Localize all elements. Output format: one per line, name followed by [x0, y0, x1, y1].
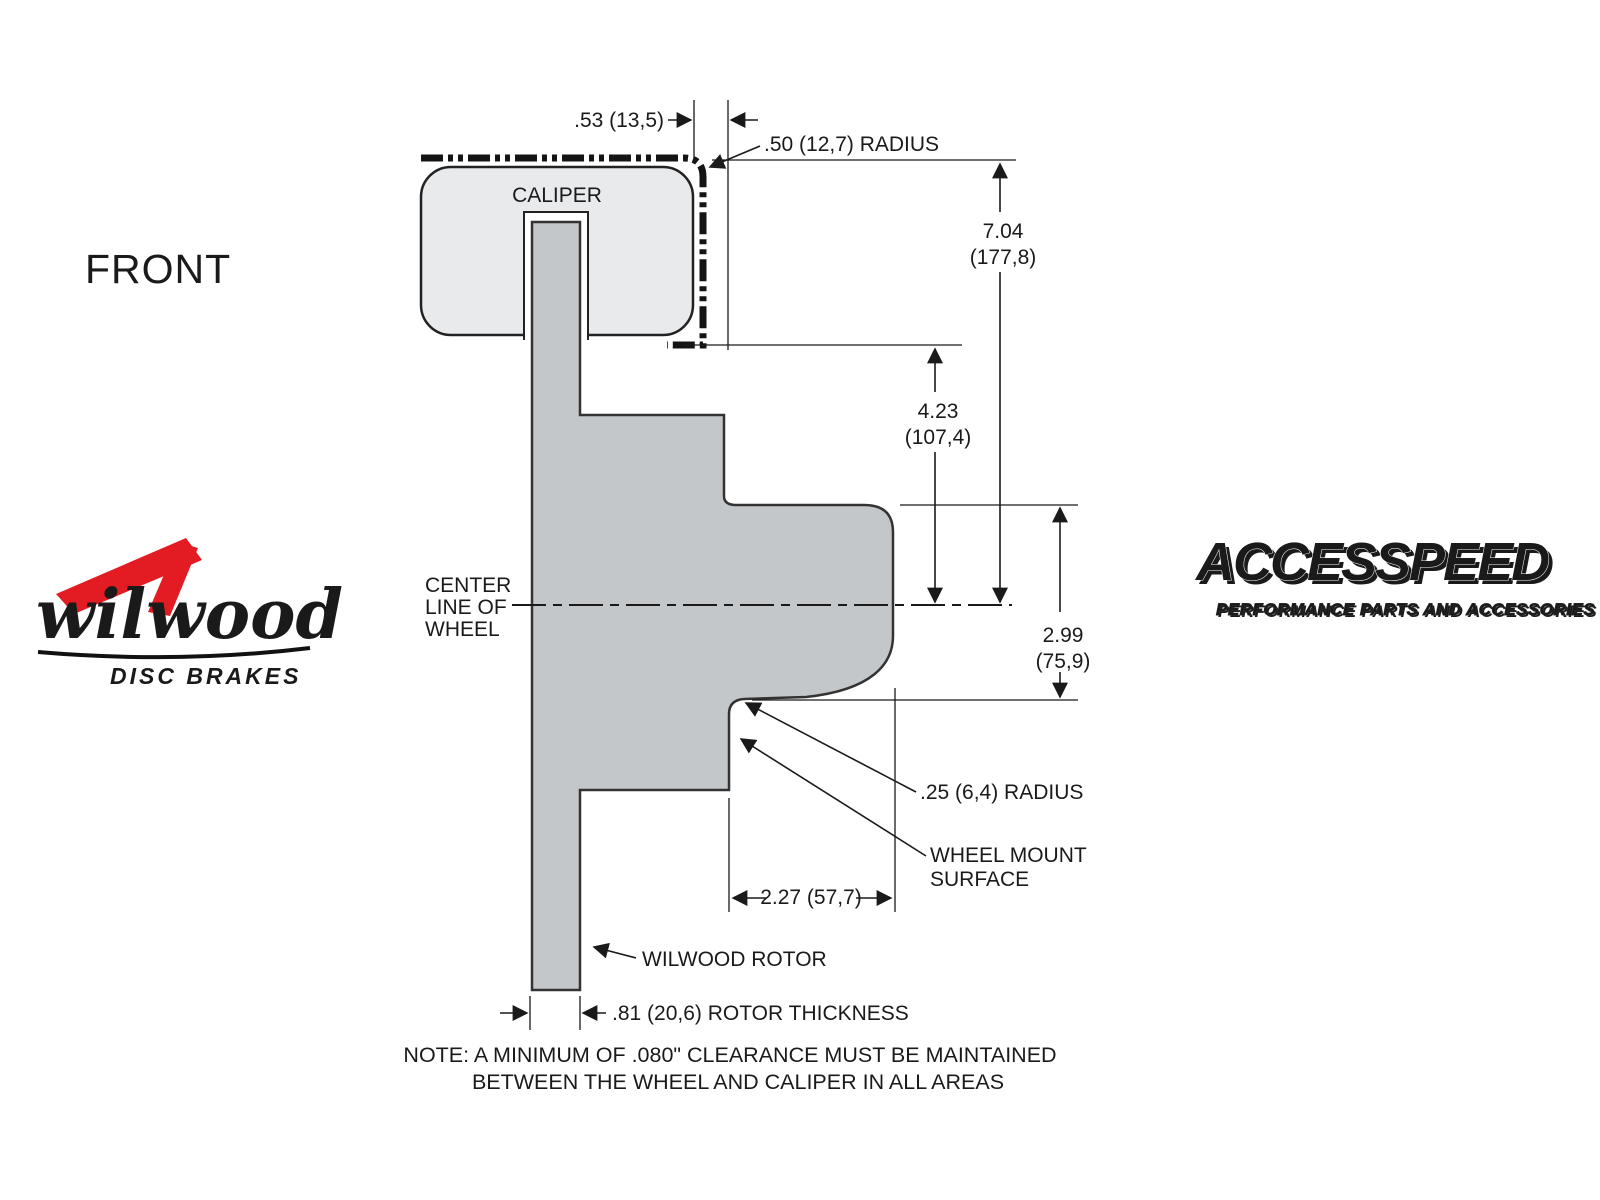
hat-radius-dimension: .25 (6,4) RADIUS	[920, 781, 1083, 804]
dim-corner-radius: .50 (12,7) RADIUS	[708, 133, 939, 169]
corner-radius-dimension: .50 (12,7) RADIUS	[764, 133, 939, 156]
accesspeed-wordmark: ACCESSPEED	[1194, 532, 1549, 592]
rotor-thickness-dimension: .81 (20,6) ROTOR THICKNESS	[612, 1002, 909, 1025]
clearance-note: NOTE: A MINIMUM OF .080" CLEARANCE MUST …	[403, 1043, 1056, 1094]
accesspeed-logo: ACCESSPEED ACCESSPEED PERFORMANCE PARTS …	[1194, 532, 1597, 622]
label-wheel-mount-surface: WHEEL MOUNT SURFACE	[739, 738, 1087, 891]
wilwood-logo: wilwood DISC BRAKES	[36, 538, 343, 689]
dim-hat-radius: .25 (6,4) RADIUS	[744, 702, 1083, 804]
dim-hat-depth: 2.27 (57,7)	[728, 688, 896, 912]
rotor-label: WILWOOD ROTOR	[642, 948, 827, 971]
dim-mount-center: 2.99 (75,9)	[752, 504, 1091, 701]
caliper-label: CALIPER	[512, 184, 602, 207]
label-wilwood-rotor: WILWOOD ROTOR	[592, 942, 827, 971]
wheel-clearance-dashed-line	[421, 154, 707, 349]
wheel-mount-label-line1: WHEEL MOUNT	[930, 844, 1087, 867]
centerline-label-line2: LINE OF	[425, 596, 507, 619]
overall-height-dimension-mm: (177,8)	[970, 246, 1037, 269]
accesspeed-wordmark-shadow: ACCESSPEED	[1198, 536, 1553, 596]
wilwood-logo-swoosh2-icon	[148, 542, 198, 616]
mount-center-dimension-in: 2.99	[1043, 624, 1084, 647]
wheel-centerline: CENTER LINE OF WHEEL	[425, 574, 1012, 641]
dim-caliper-gap: .53 (13,5)	[574, 100, 758, 350]
mount-center-dimension-mm: (75,9)	[1036, 650, 1091, 673]
centerline-label-line3: WHEEL	[425, 618, 500, 641]
caliper-face-dimension-mm: (107,4)	[905, 426, 972, 449]
note-line2: BETWEEN THE WHEEL AND CALIPER IN ALL ARE…	[472, 1070, 1004, 1094]
wilwood-logo-subtitle: DISC BRAKES	[110, 663, 301, 689]
note-line1: NOTE: A MINIMUM OF .080" CLEARANCE MUST …	[403, 1043, 1056, 1067]
wilwood-logo-underline	[37, 646, 311, 660]
accesspeed-subtitle-shadow: PERFORMANCE PARTS AND ACCESSORIES	[1218, 602, 1597, 621]
centerline-label-line1: CENTER	[425, 574, 511, 597]
dim-rotor-thickness: .81 (20,6) ROTOR THICKNESS	[500, 996, 909, 1030]
caliper-gap-dimension: .53 (13,5)	[574, 109, 664, 132]
wilwood-logo-swoosh-icon	[56, 538, 202, 614]
accesspeed-subtitle: PERFORMANCE PARTS AND ACCESSORIES	[1216, 600, 1595, 619]
caliper-face-dimension-in: 4.23	[918, 400, 959, 423]
overall-height-dimension-in: 7.04	[983, 220, 1024, 243]
front-view-label: FRONT	[85, 246, 231, 292]
dim-caliper-face-height: 4.23 (107,4)	[685, 344, 972, 604]
hat-depth-dimension: 2.27 (57,7)	[760, 886, 862, 909]
wheel-mount-label-line2: SURFACE	[930, 868, 1029, 891]
dim-overall-height: 7.04 (177,8)	[712, 159, 1037, 604]
wilwood-logo-wordmark: wilwood	[36, 575, 343, 655]
